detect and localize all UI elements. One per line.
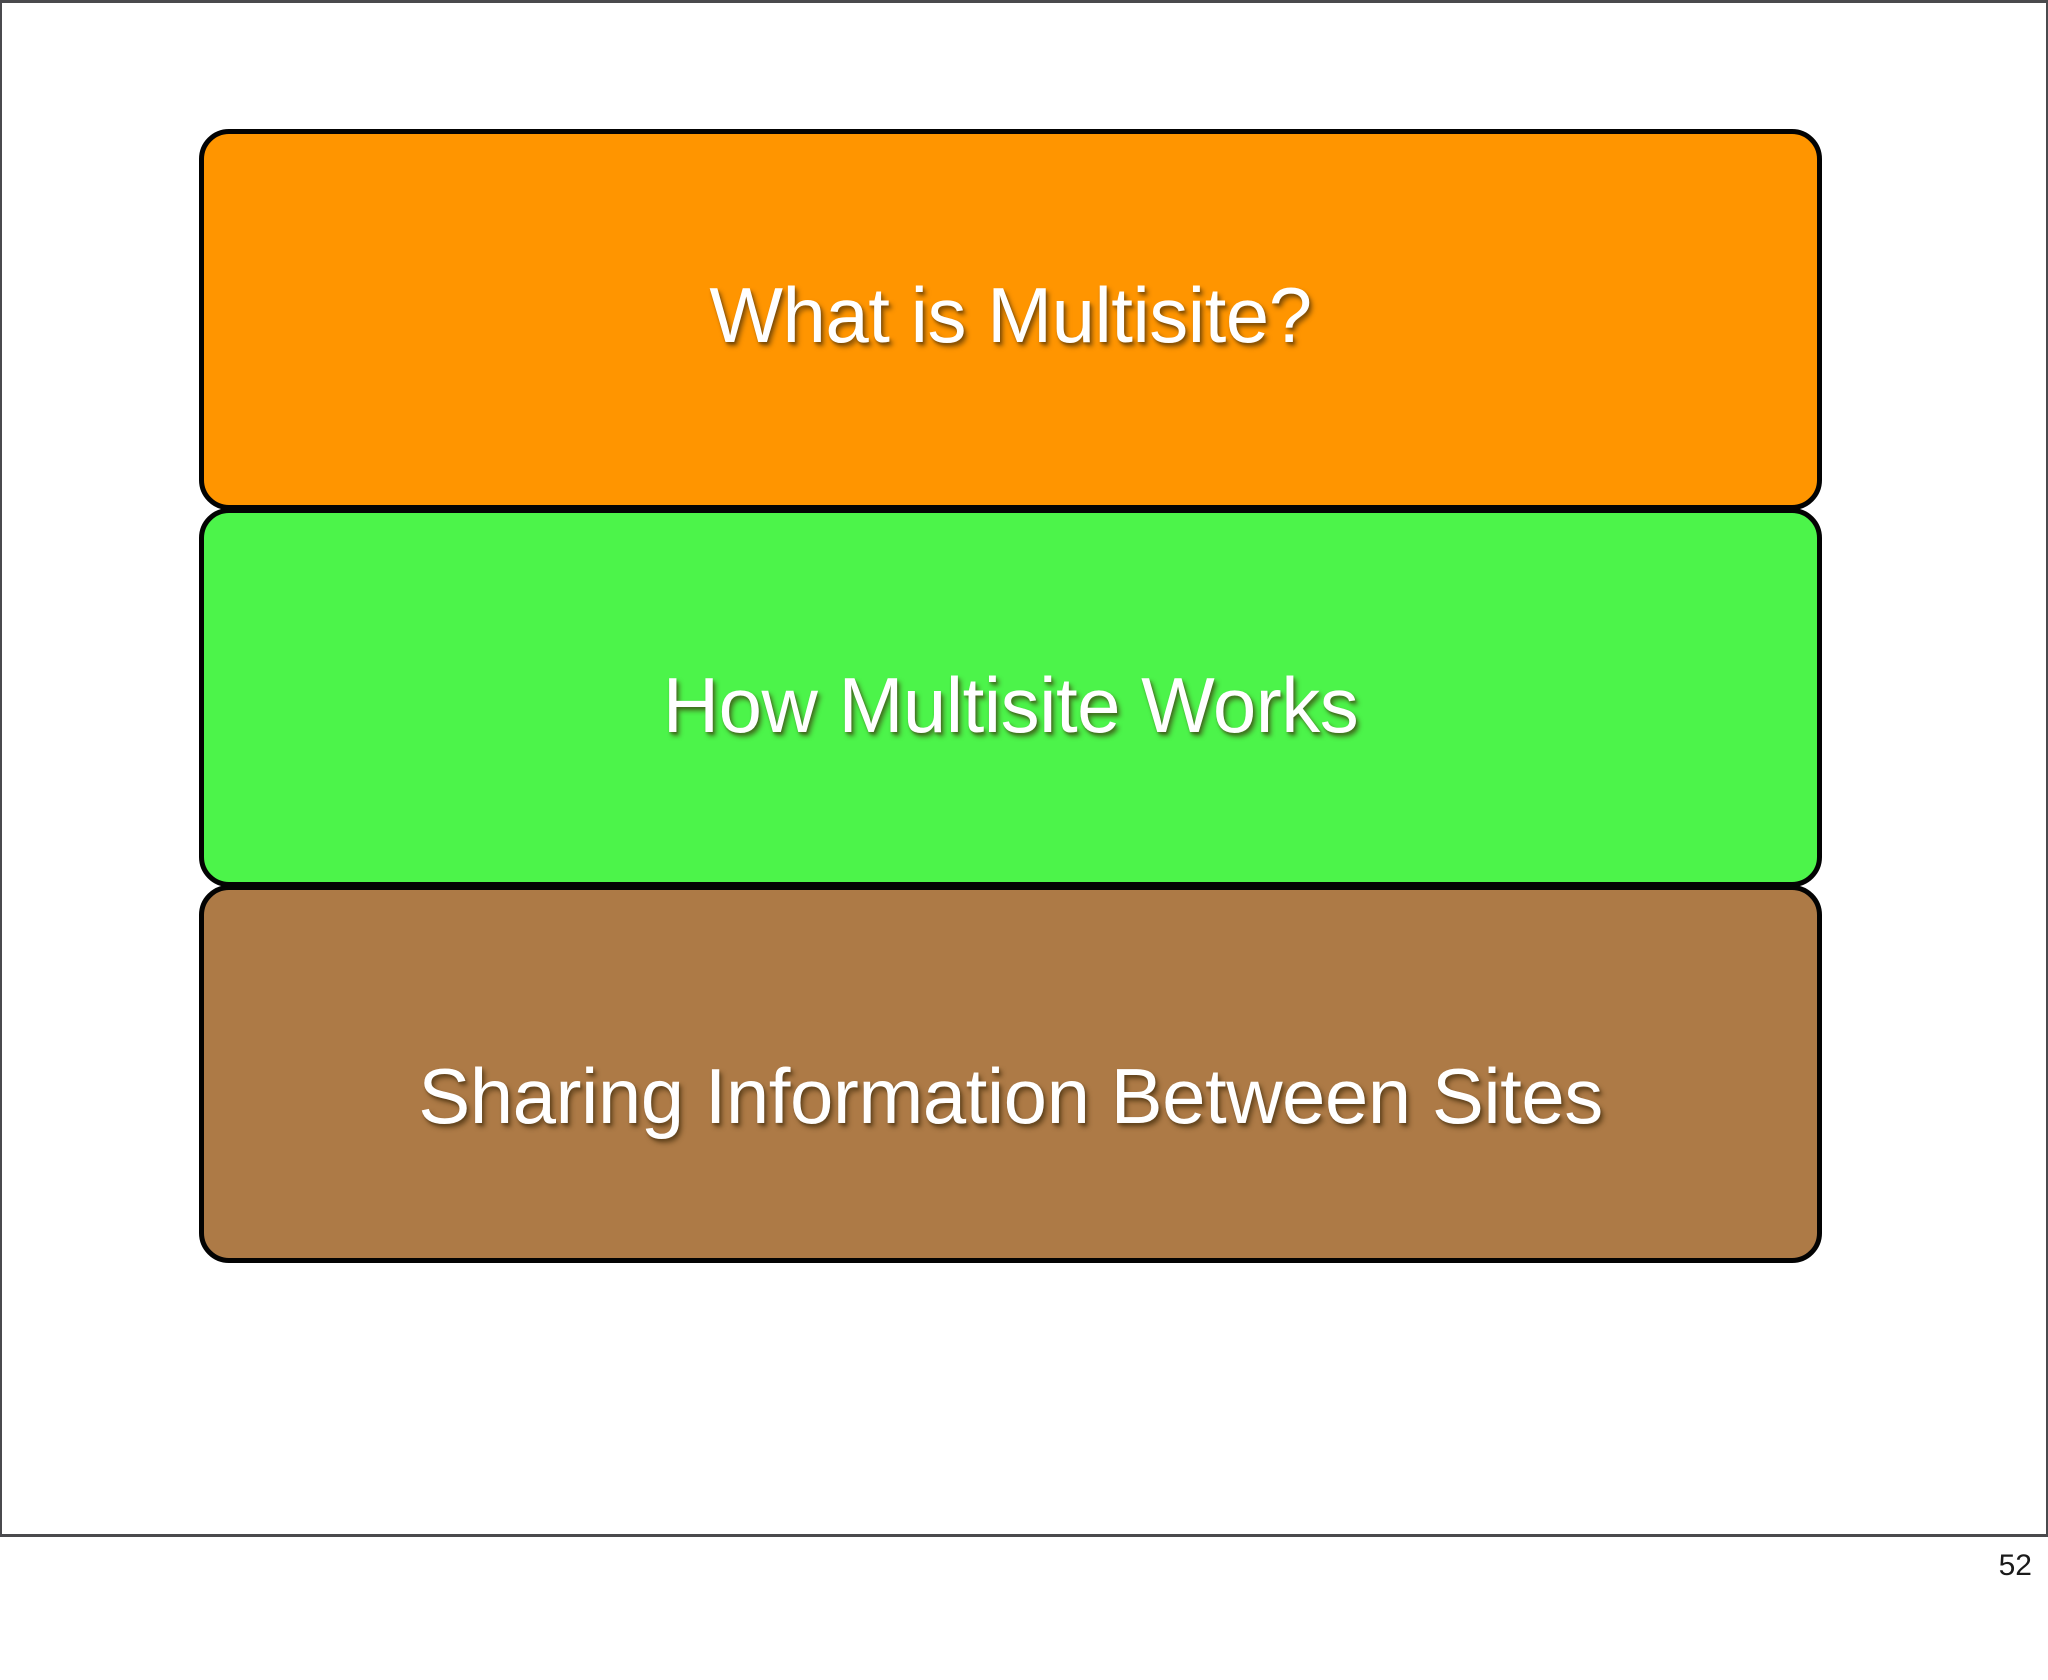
- agenda-band-label-how-multisite-works: How Multisite Works: [662, 661, 1359, 749]
- agenda-band-stack: What is Multisite? How Multisite Works S…: [199, 129, 1822, 1263]
- agenda-band-label-sharing-information-between-sites: Sharing Information Between Sites: [418, 1052, 1603, 1140]
- agenda-band-what-is-multisite[interactable]: What is Multisite?: [199, 129, 1822, 510]
- agenda-band-label-what-is-multisite: What is Multisite?: [709, 271, 1312, 359]
- page-number: 52: [1998, 1549, 2032, 1582]
- slide-canvas: What is Multisite? How Multisite Works S…: [2, 3, 2046, 1534]
- agenda-band-sharing-information-between-sites[interactable]: Sharing Information Between Sites: [199, 885, 1822, 1263]
- agenda-band-how-multisite-works[interactable]: How Multisite Works: [199, 508, 1822, 887]
- slide-frame: What is Multisite? How Multisite Works S…: [0, 0, 2048, 1537]
- slide-footer: 52: [0, 1537, 2048, 1680]
